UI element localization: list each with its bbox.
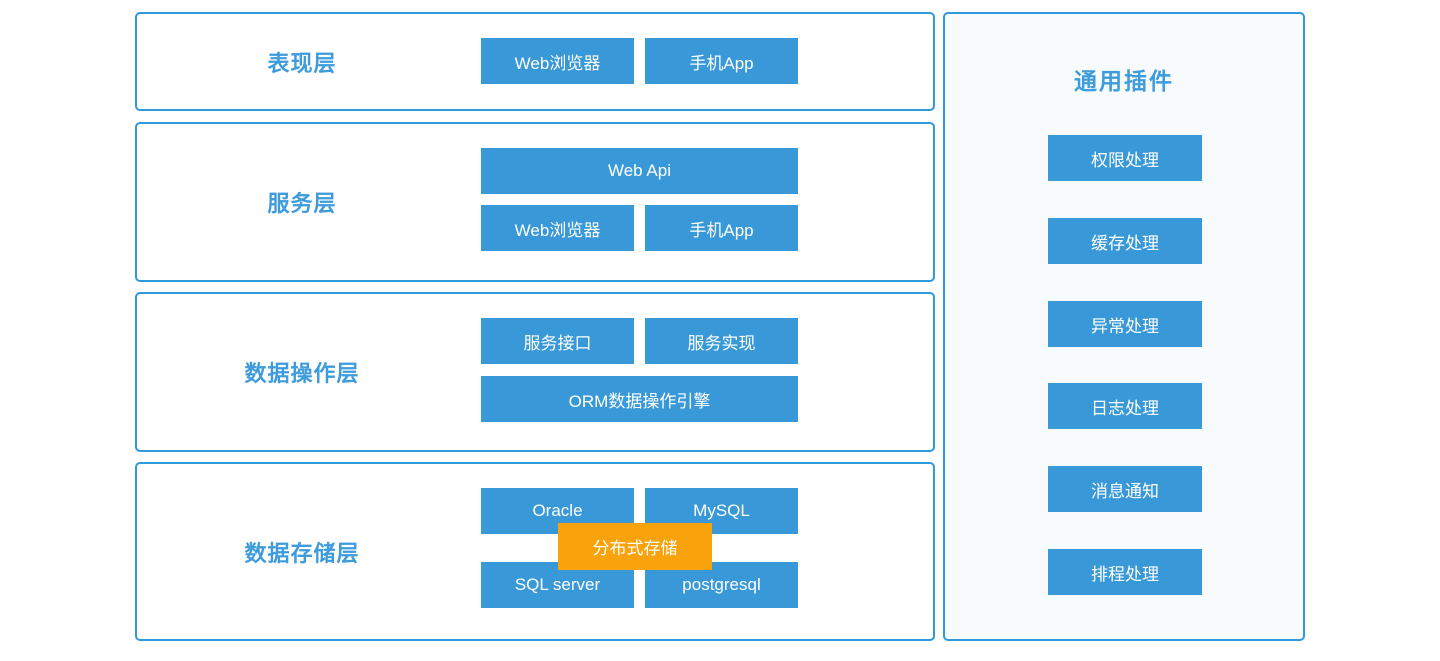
layer-data-operation-title: 数据操作层 (244, 361, 360, 386)
plugin-permission-handling: 权限处理 (1048, 135, 1202, 181)
node-mobile-app: 手机App (645, 38, 798, 84)
plugin-exception-handling: 异常处理 (1048, 301, 1202, 347)
node-web-browser: Web浏览器 (481, 205, 634, 251)
node-oracle: Oracle (481, 488, 634, 534)
plugin-log-handling: 日志处理 (1048, 383, 1202, 429)
layer-data-storage: 数据存储层 Oracle MySQL SQL server postgresql… (135, 462, 935, 641)
node-service-implementation: 服务实现 (645, 318, 798, 364)
node-orm-engine: ORM数据操作引擎 (481, 376, 798, 422)
common-plugins-panel: 通用插件 权限处理 缓存处理 异常处理 日志处理 消息通知 排程处理 (943, 12, 1305, 641)
node-mobile-app: 手机App (645, 205, 798, 251)
plugin-cache-handling: 缓存处理 (1048, 218, 1202, 264)
node-web-api: Web Api (481, 148, 798, 194)
layer-service: 服务层 Web Api Web浏览器 手机App (135, 122, 935, 282)
layer-presentation-title: 表现层 (267, 50, 337, 76)
layer-data-storage-title: 数据存储层 (244, 540, 360, 566)
layer-presentation: 表现层 Web浏览器 手机App (135, 12, 935, 111)
common-plugins-title: 通用插件 (1074, 68, 1174, 94)
layer-service-title: 服务层 (267, 191, 337, 216)
plugin-message-notification: 消息通知 (1048, 466, 1202, 512)
node-web-browser: Web浏览器 (481, 38, 634, 84)
node-postgresql: postgresql (645, 562, 798, 608)
layer-data-operation: 数据操作层 服务接口 服务实现 ORM数据操作引擎 (135, 292, 935, 452)
node-sql-server: SQL server (481, 562, 634, 608)
node-distributed-storage: 分布式存储 (558, 523, 712, 570)
plugin-schedule-handling: 排程处理 (1048, 549, 1202, 595)
node-service-interface: 服务接口 (481, 318, 634, 364)
